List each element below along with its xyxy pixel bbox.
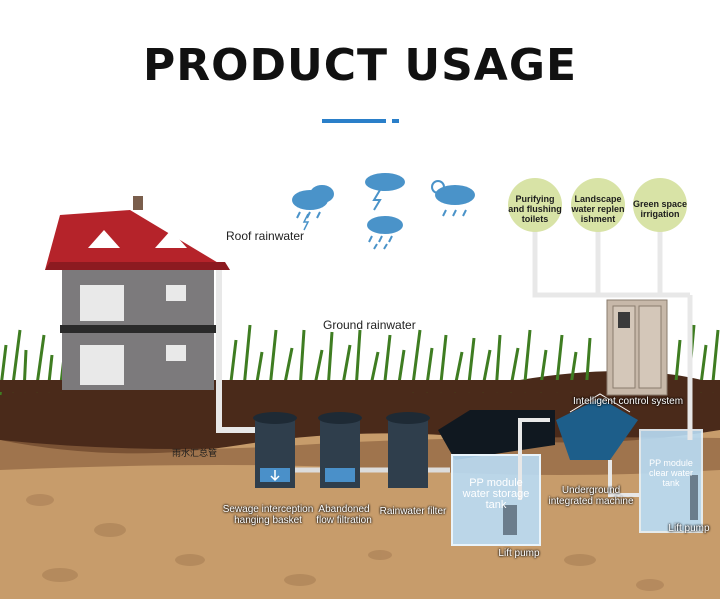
lift-pump-label-2: Lift pump — [668, 523, 710, 534]
sun-cloud-icon — [431, 180, 475, 217]
use-landscape-label: Landscape water replen ishment — [570, 194, 626, 224]
underground-line1: Underground — [561, 485, 621, 496]
abandoned-flow-unit — [318, 412, 362, 488]
pp-storage-line3: tank — [485, 499, 507, 511]
pp-storage-line2: water storage — [462, 488, 530, 500]
use-landscape-line3: ishment — [580, 214, 616, 224]
use-bubble-landscape — [571, 178, 625, 232]
use-landscape-line2: water replen — [571, 204, 625, 214]
pp-module-storage-tank — [438, 410, 555, 546]
use-bubble-toilets — [508, 178, 562, 232]
roof-rainwater-label: Roof rainwater — [226, 229, 305, 243]
underground-line2: integrated machine — [548, 496, 634, 507]
sewage-interception-line1: Sewage interception — [222, 504, 314, 515]
use-toilets-label: Purifying and flushing toilets — [508, 194, 562, 224]
intelligent-control-cabinet — [606, 299, 668, 396]
roof-downpipe — [216, 270, 260, 433]
underground-integrated-machine — [556, 393, 638, 460]
sewage-interception-unit — [253, 412, 297, 488]
grass — [0, 324, 720, 396]
pp-storage-tank-label: PP module water storage tank — [452, 478, 540, 511]
use-bubble-irrigation — [633, 178, 687, 232]
abandoned-line1: Abandoned — [318, 504, 370, 515]
rain-cloud-icon — [292, 185, 334, 231]
pp-module-clear-water-tank — [639, 429, 703, 533]
abandoned-line2: flow filtration — [316, 515, 372, 526]
use-landscape-line1: Landscape — [574, 194, 622, 204]
intelligent-control-label: Intelligent control system — [572, 396, 684, 407]
use-toilets-line2: and flushing — [508, 204, 562, 214]
rainwater-filter-label: Rainwater filter — [379, 506, 447, 517]
pp-clear-line2: clear water — [648, 468, 693, 478]
collection-pipe-sign: 雨水汇总管 — [172, 448, 218, 458]
abandoned-flow-label: Abandoned flow filtration — [312, 504, 376, 526]
use-toilets-line1: Purifying — [515, 194, 555, 204]
use-irrigation-line1: Green space — [632, 199, 688, 209]
sewage-interception-label: Sewage interception hanging basket — [220, 504, 316, 526]
sewage-interception-line2: hanging basket — [234, 515, 302, 526]
distribution-pipes — [532, 230, 693, 440]
pp-storage-line1: PP module — [469, 477, 523, 489]
title-underline — [322, 119, 386, 123]
use-irrigation-line2: irrigation — [640, 209, 680, 219]
underground-machine-label: Underground integrated machine — [546, 485, 636, 507]
pp-clear-tank-label: PP module clear water tank — [640, 458, 702, 488]
pp-clear-line3: tank — [662, 478, 680, 488]
use-irrigation-label: Green space irrigation — [630, 199, 690, 219]
house — [45, 196, 230, 390]
title-underline-dot — [392, 119, 399, 123]
use-toilets-line3: toilets — [521, 214, 549, 224]
lift-pump-label-1: Lift pump — [498, 548, 540, 559]
rainwater-filter-unit — [386, 412, 430, 488]
page-title: PRODUCT USAGE — [142, 40, 578, 91]
lightning-cloud-icon — [365, 173, 405, 250]
ground-rainwater-label: Ground rainwater — [323, 318, 416, 332]
pp-clear-line1: PP module — [649, 458, 693, 468]
